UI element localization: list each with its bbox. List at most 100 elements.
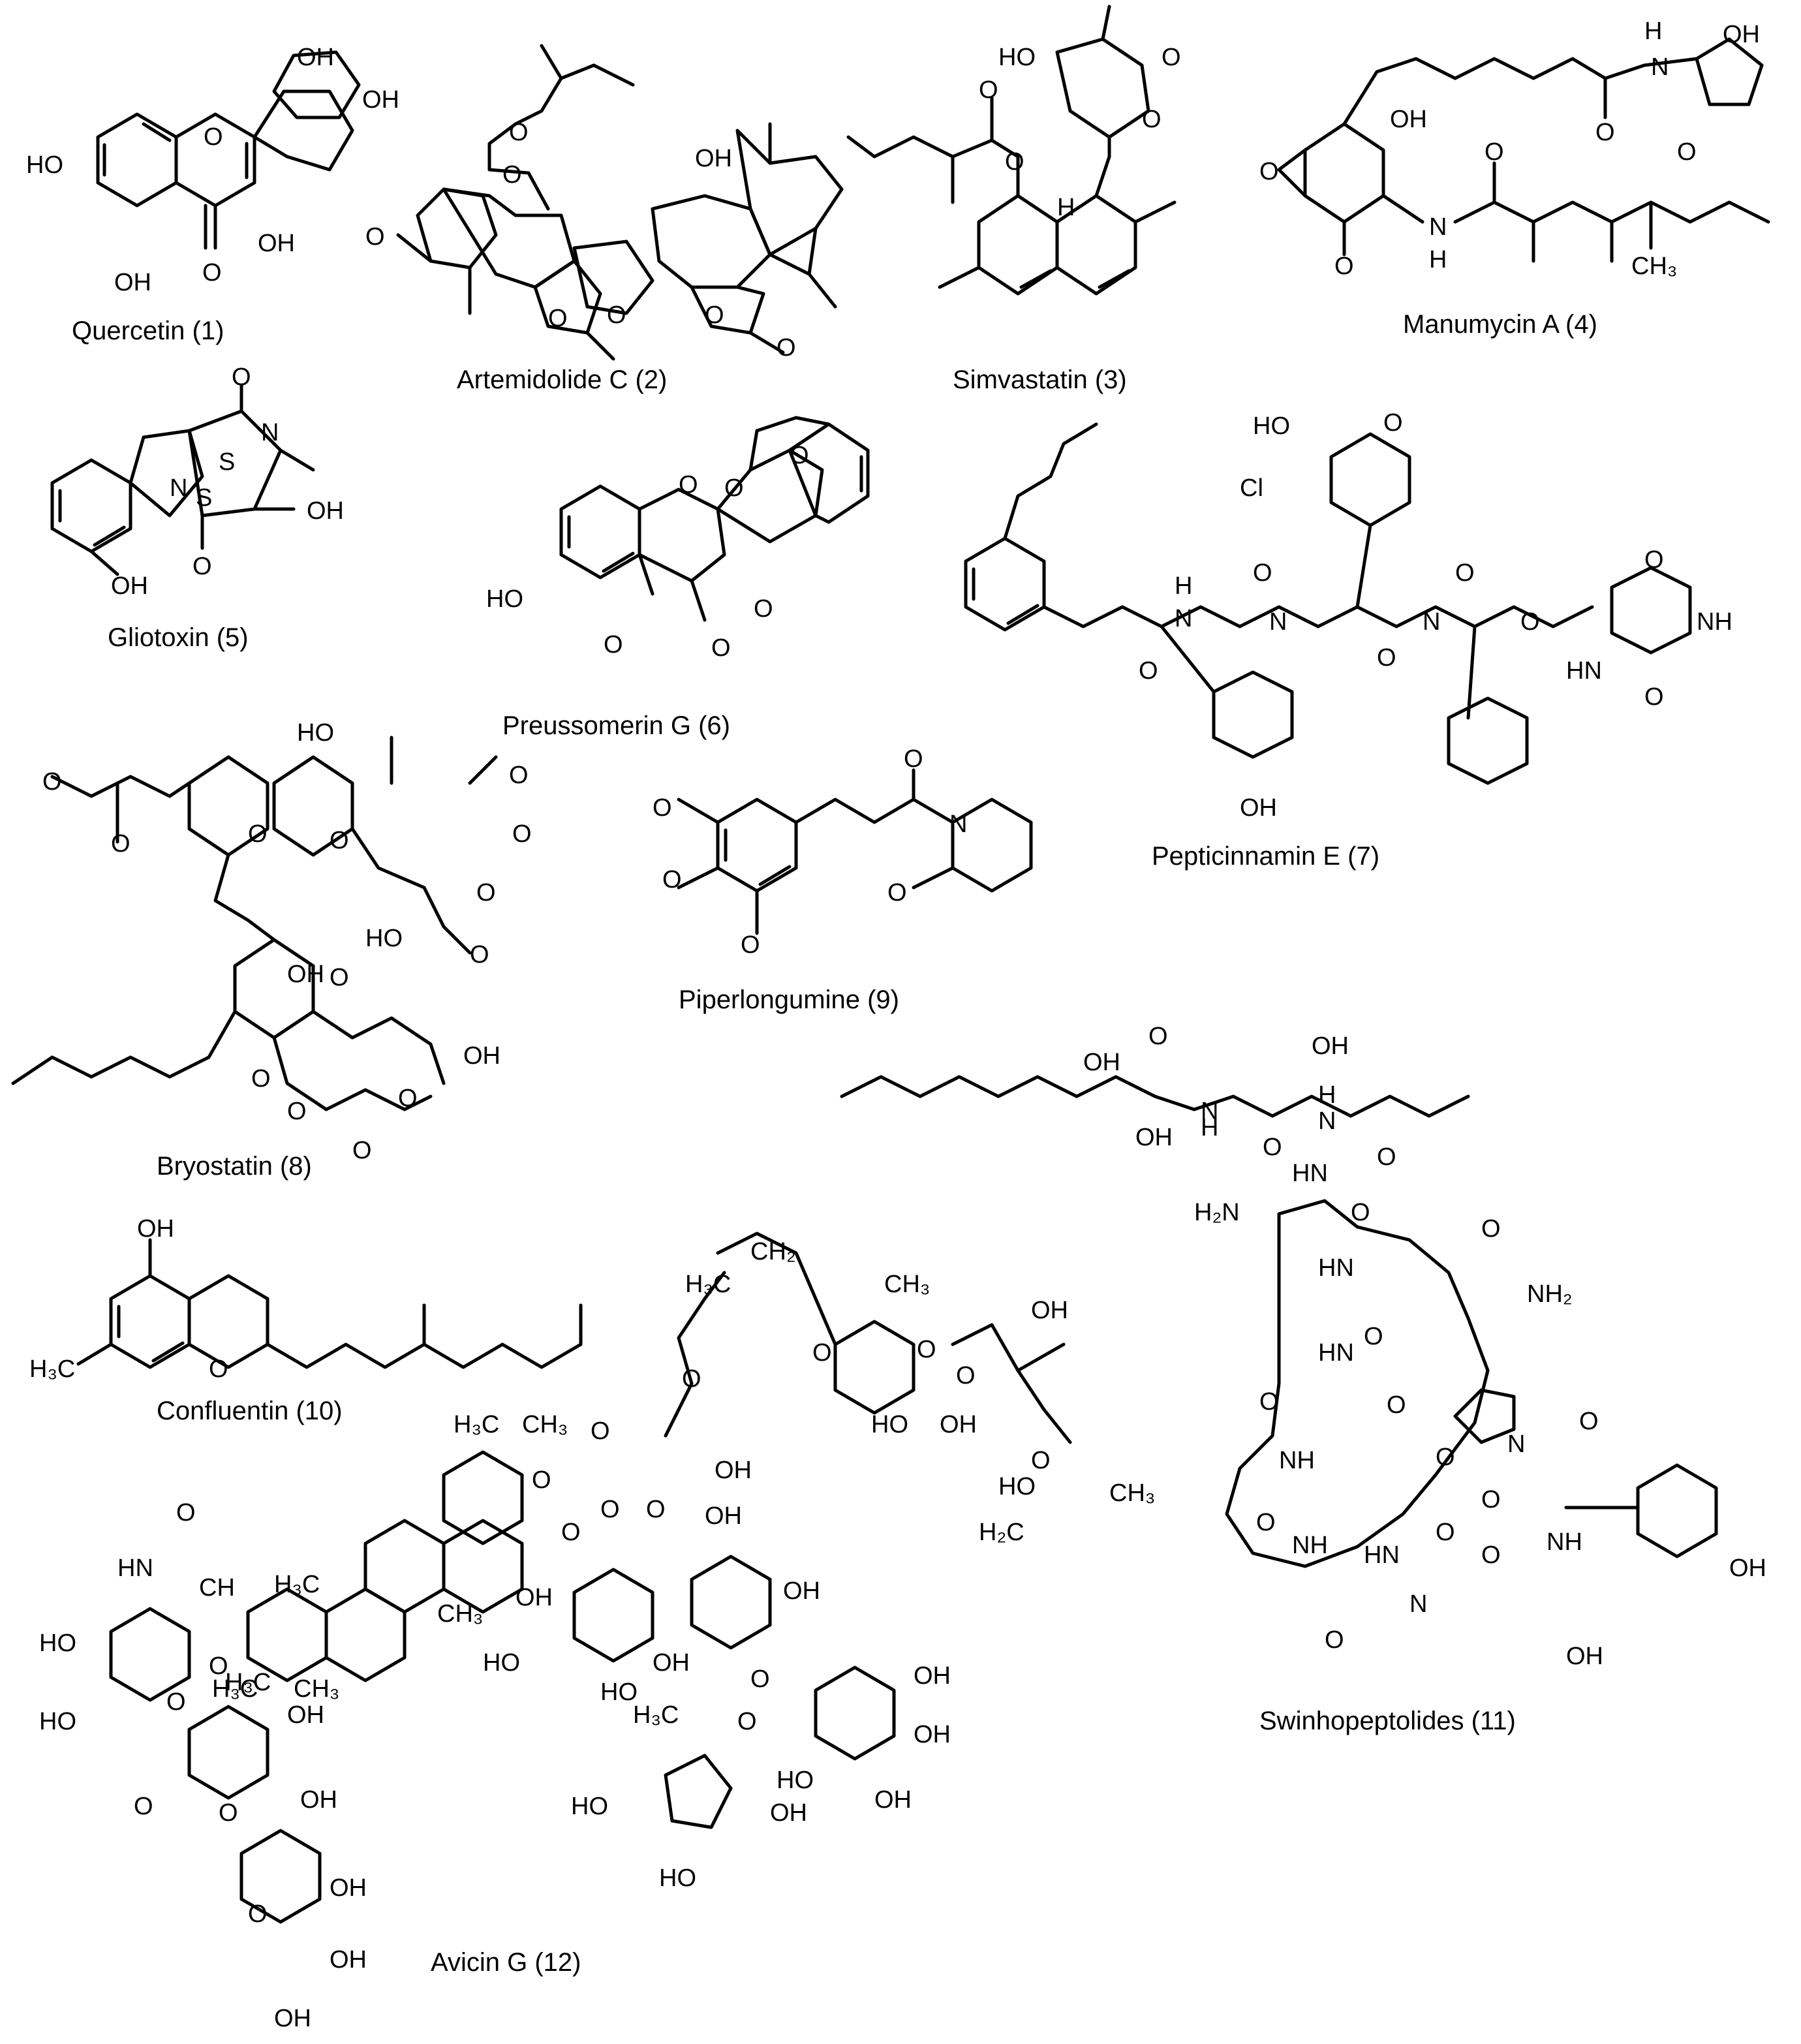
atom-label: O [741,931,760,959]
atom-label: O [705,302,724,329]
atom-label: O [365,223,385,251]
atom-label: N [1507,1431,1525,1458]
atom-label: O [209,1652,228,1680]
atom-label: O [737,1708,757,1735]
atom-label: O [1481,1541,1501,1569]
atom-label: OH [1729,1555,1766,1582]
atom-label: S [196,484,212,512]
structure-avicin-g: H₃C CH₃ O O O O OH H₃C CH₃ OH H₃C CH₃ O … [39,1231,1155,2032]
atom-label: CH₃ [1109,1479,1155,1507]
atom-label: O [1263,1134,1282,1161]
atom-label: O [1031,1447,1051,1474]
atom-label: HN [1364,1541,1400,1569]
atom-label: O [679,471,698,499]
atom-label: O [754,595,773,623]
atom-label: HN [1318,1254,1354,1282]
atom-label: S [219,448,235,476]
atom-label: O [812,1339,832,1367]
atom-label: O [979,76,998,104]
atom-label: O [1256,1509,1276,1536]
atom-label: H₂N [1194,1199,1240,1226]
atom-label: O [248,820,268,848]
atom-label: H₃C [633,1701,679,1729]
compound-caption: Gliotoxin (5) [108,623,249,652]
atom-label: O [330,827,349,854]
atom-label: CH₃ [1631,253,1677,280]
atom-label: OH [297,44,334,71]
atom-label: HO [659,1865,696,1892]
atom-label: OH [1135,1124,1173,1151]
atom-label: O [509,119,529,146]
atom-label: O [251,1065,271,1092]
atom-label: O [398,1085,418,1112]
atom-label: H₃C [685,1271,731,1298]
structure-bryostatin: O O HO O O O O HO O O OH O OH O O O O Br… [11,719,532,1181]
atom-label: NH [1697,608,1732,636]
atom-label: OH [770,1799,807,1827]
atom-label: HO [39,1708,76,1735]
atom-label: CH₃ [294,1675,339,1703]
atom-label: O [1644,546,1664,574]
atom-label: H₃C [225,1669,271,1696]
atom-label: H [1175,572,1192,600]
structure-gliotoxin: O N S S N O OH OH Gliotoxin (5) [50,364,344,652]
atom-label: O [204,123,223,151]
atom-label: HO [571,1793,608,1820]
atom-label: N [1409,1590,1427,1618]
atom-label: O [1383,409,1403,437]
compound-caption: Simvastatin (3) [953,365,1127,394]
atom-label: H₂C [979,1519,1024,1546]
compound-caption: Quercetin (1) [72,317,224,345]
atom-label: HN [1566,657,1602,685]
atom-label: OH [1083,1049,1120,1076]
atom-label: O [330,964,349,991]
atom-label: O [1351,1199,1370,1226]
atom-label: OH [940,1411,977,1438]
atom-label: O [1481,1486,1501,1513]
atom-label: NH [1292,1532,1328,1559]
atom-label: H [1057,194,1075,221]
atom-label: HO [777,1767,814,1794]
atom-label: O [604,631,623,658]
atom-label: O [192,553,212,580]
compound-caption: Artemidolide C (2) [457,365,667,394]
atom-label: N [1318,1107,1336,1135]
atom-label: CH [199,1574,235,1602]
atom-label: OH [874,1786,912,1814]
compound-caption: Pepticinnamin E (7) [1152,842,1379,871]
structure-quercetin: O O HO OH OH OH OH Quercetin (1) [26,44,399,345]
atom-label: HN [117,1555,153,1582]
atom-label: H [1429,246,1447,273]
atom-label: H₃C [29,1355,75,1383]
compound-caption: Bryostatin (8) [157,1152,312,1181]
atom-label: O [1253,559,1272,587]
atom-label: O [653,794,672,822]
compound-caption: Manumycin A (4) [1403,310,1597,339]
atom-label: N [949,811,967,838]
atom-label: OH [258,230,295,257]
atom-label: H₃C [454,1411,499,1438]
atom-label: OH [653,1649,690,1677]
atom-label: OH [330,1874,367,1902]
atom-label: O [1387,1391,1406,1419]
atom-label: O [887,879,907,906]
atom-label: O [724,474,744,502]
atom-label: O [1325,1626,1344,1654]
compound-caption: Avicin G (12) [431,1948,581,1977]
atom-label: N [1651,54,1669,81]
atom-label: O [1481,1215,1501,1243]
atom-label: O [532,1466,551,1494]
compound-caption: Confluentin (10) [157,1397,343,1425]
atom-label: O [646,1496,666,1523]
atom-label: OH [287,961,324,988]
atom-label: OH [695,145,732,172]
structure-pepticinnamin-e: HO Cl O H N O N O N O O O NH HN O O OH P… [964,409,1732,871]
atom-label: OH [307,497,344,525]
atom-label: O [502,161,522,189]
atom-label: O [682,1365,701,1393]
atom-label: O [1485,138,1504,166]
atom-label: O [1579,1408,1599,1435]
atom-label: Cl [1240,474,1263,502]
atom-label: O [1436,1444,1455,1471]
